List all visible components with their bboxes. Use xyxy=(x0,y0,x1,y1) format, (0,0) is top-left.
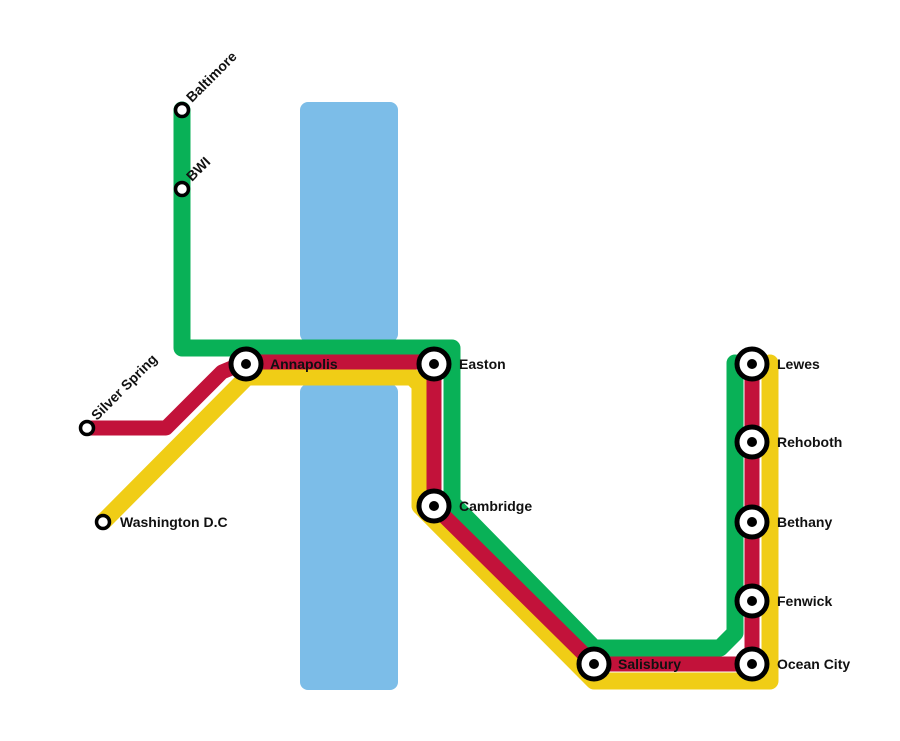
station-ocean-city[interactable]: Ocean City xyxy=(734,646,850,682)
line-green xyxy=(173,101,744,657)
station-salisbury[interactable]: Salisbury xyxy=(576,646,681,682)
station-label-salisbury: Salisbury xyxy=(618,656,681,672)
water-body xyxy=(300,102,398,690)
station-label-cambridge: Cambridge xyxy=(459,498,532,514)
station-marker-small xyxy=(78,419,96,437)
station-marker-dot xyxy=(747,517,757,527)
station-cambridge[interactable]: Cambridge xyxy=(416,488,532,524)
station-marker-dot xyxy=(429,501,439,511)
station-marker-dot xyxy=(747,659,757,669)
green-route xyxy=(173,101,744,657)
station-marker-dot xyxy=(747,437,757,447)
water-south xyxy=(300,384,398,690)
line-yellow xyxy=(95,354,779,690)
station-easton[interactable]: Easton xyxy=(416,346,506,382)
station-marker-small xyxy=(94,513,112,531)
station-marker-dot xyxy=(429,359,439,369)
station-annapolis[interactable]: Annapolis xyxy=(228,346,338,382)
station-label-rehoboth: Rehoboth xyxy=(777,434,842,450)
station-label-baltimore: Baltimore xyxy=(183,48,240,105)
station-label-ocean-city: Ocean City xyxy=(777,656,850,672)
station-rehoboth[interactable]: Rehoboth xyxy=(734,424,842,460)
station-marker-dot xyxy=(241,359,251,369)
station-washington-dc[interactable]: Washington D.C xyxy=(94,513,228,531)
station-label-annapolis: Annapolis xyxy=(270,356,338,372)
station-fenwick[interactable]: Fenwick xyxy=(734,583,832,619)
station-label-silver-spring: Silver Spring xyxy=(88,351,160,423)
station-label-easton: Easton xyxy=(459,356,506,372)
station-label-lewes: Lewes xyxy=(777,356,820,372)
station-label-washington-dc: Washington D.C xyxy=(120,514,228,530)
station-bethany[interactable]: Bethany xyxy=(734,504,832,540)
station-label-bethany: Bethany xyxy=(777,514,832,530)
yellow-route xyxy=(95,354,779,690)
station-marker-small xyxy=(173,101,191,119)
station-lewes[interactable]: Lewes xyxy=(734,346,820,382)
station-marker-dot xyxy=(747,596,757,606)
station-marker-dot xyxy=(747,359,757,369)
station-baltimore[interactable]: Baltimore xyxy=(173,48,240,119)
station-marker-small xyxy=(173,180,191,198)
station-label-fenwick: Fenwick xyxy=(777,593,832,609)
stations: Baltimore BWI Silver Spring Washington D… xyxy=(78,48,850,682)
station-marker-dot xyxy=(589,659,599,669)
water-north xyxy=(300,102,398,342)
